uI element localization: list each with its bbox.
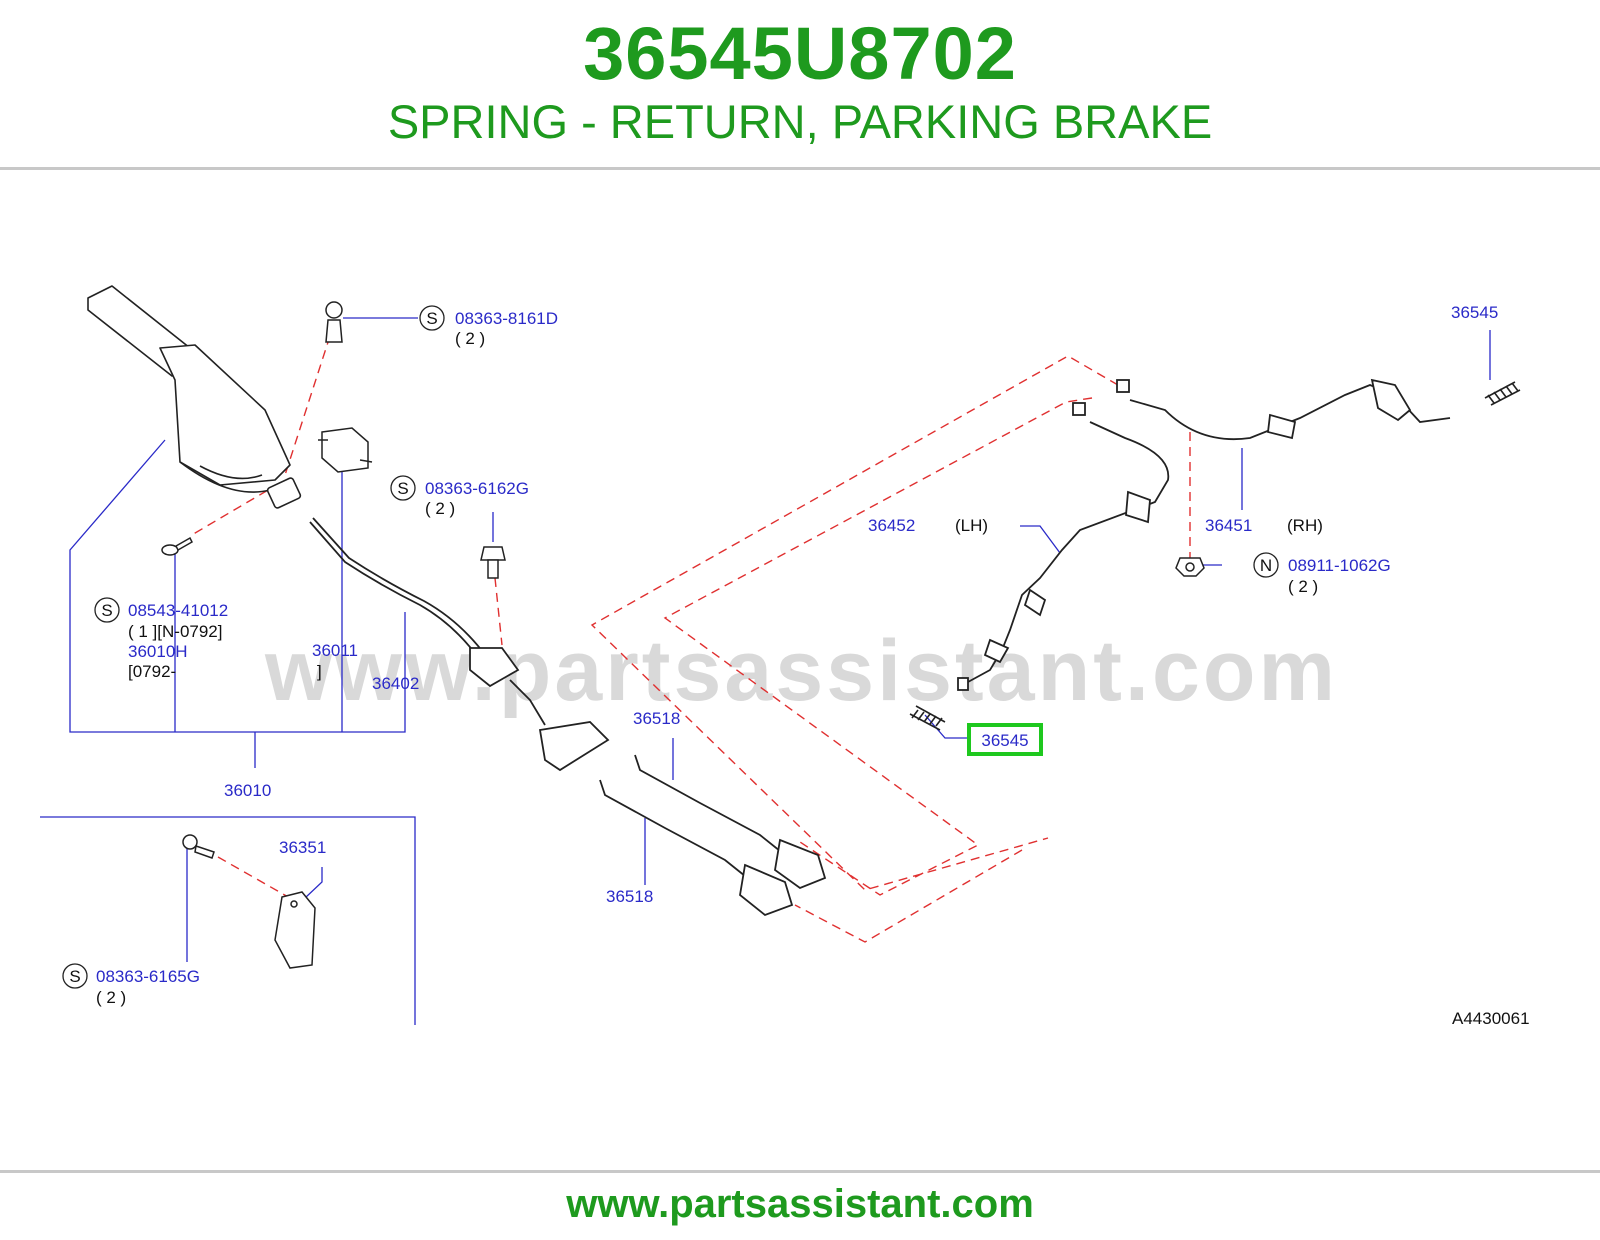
callout-prefix: S (101, 601, 112, 620)
parts-diagram: www.partsassistant.com (40, 285, 1530, 1028)
callout-code: 08911-1062G (1288, 556, 1391, 575)
header: 36545U8702 SPRING - RETURN, PARKING BRAK… (0, 0, 1600, 168)
callout-range-close: ] (317, 662, 322, 681)
callout-08363-6165G[interactable]: S 08363-6165G ( 2 ) (62, 963, 200, 1007)
nut-08911-1062G-part (1175, 557, 1205, 577)
callout-08363-6162G[interactable]: S 08363-6162G ( 2 ) (390, 475, 529, 518)
callout-side: (LH) (955, 516, 988, 535)
callout-36545-top[interactable]: 36545 (1451, 303, 1498, 322)
part-number-title: 36545U8702 (583, 12, 1017, 95)
callout-range: [0792- (128, 662, 176, 681)
callout-36010[interactable]: 36010 (224, 781, 271, 800)
callout-code: 08363-6165G (96, 967, 200, 986)
callout-code: 36518 (606, 887, 653, 906)
callout-code: 36351 (279, 838, 326, 857)
callout-code: 36011 (312, 641, 358, 660)
callout-36351[interactable]: 36351 (279, 838, 326, 857)
bolt-08363-8161D-part (325, 301, 343, 343)
rh-cable-36451-part (1116, 378, 1451, 441)
callout-36010H[interactable]: 36010H [0792- ] (128, 642, 322, 681)
callout-code: 36545 (981, 731, 1028, 750)
callout-qty: ( 1 ][N-0792] (128, 622, 223, 641)
callout-code: 08363-8161D (455, 309, 558, 328)
callout-code: 36010 (224, 781, 271, 800)
callout-code: 08543-41012 (128, 601, 228, 620)
callout-36402[interactable]: 36402 (372, 674, 419, 693)
callout-prefix: S (69, 967, 80, 986)
callout-prefix: S (426, 309, 437, 328)
callout-08543-41012[interactable]: S 08543-41012 ( 1 ][N-0792] (94, 597, 228, 641)
lh-cable-36452-part (957, 402, 1170, 691)
spring-36545-left-part (909, 705, 946, 731)
callout-code: 36452 (868, 516, 915, 535)
callout-side: (RH) (1287, 516, 1323, 535)
callout-prefix: S (397, 479, 408, 498)
callout-36452-lh[interactable]: 36452 (LH) (868, 516, 988, 535)
callout-36518-upper[interactable]: 36518 (633, 709, 680, 728)
top-divider (0, 167, 1600, 170)
callout-36545-highlighted[interactable]: 36545 (967, 723, 1043, 756)
bracket-36011-part (318, 427, 373, 473)
bolt-08363-6165G-part (182, 834, 215, 859)
callout-code: 36402 (372, 674, 419, 693)
spring-36545-right-part (1484, 381, 1521, 406)
callout-36518-lower[interactable]: 36518 (606, 887, 653, 906)
watermark-text: www.partsassistant.com (264, 623, 1335, 719)
callout-code: 36451 (1205, 516, 1252, 535)
callout-code: 36545 (1451, 303, 1498, 322)
callout-qty: ( 2 ) (96, 988, 126, 1007)
callout-code: 08363-6162G (425, 479, 529, 498)
callout-qty: ( 2 ) (1288, 577, 1318, 596)
callout-qty: ( 2 ) (455, 329, 485, 348)
bottom-divider (0, 1170, 1600, 1173)
footer-url-link[interactable]: www.partsassistant.com (566, 1182, 1034, 1226)
callout-qty: ( 2 ) (425, 499, 455, 518)
callout-36451-rh[interactable]: 36451 (RH) (1205, 516, 1323, 535)
callout-code: 36010H (128, 642, 188, 661)
callout-code: 36518 (633, 709, 680, 728)
callout-prefix: N (1260, 556, 1272, 575)
part-description: SPRING - RETURN, PARKING BRAKE (387, 95, 1213, 148)
rear-cables-36518-part (599, 754, 827, 917)
callout-08911-1062G[interactable]: N 08911-1062G ( 2 ) (1253, 552, 1391, 596)
screw-08543-41012-part (161, 536, 193, 556)
cover-36351-part (274, 891, 316, 969)
callout-36011[interactable]: 36011 (312, 641, 358, 660)
callout-08363-8161D[interactable]: S 08363-8161D ( 2 ) (419, 305, 558, 348)
bolt-08363-6162G-part (480, 546, 506, 579)
front-cable-36402-part (309, 517, 610, 772)
parking-brake-lever-assembly (87, 285, 302, 509)
figure-code: A4430061 (1452, 1009, 1530, 1028)
